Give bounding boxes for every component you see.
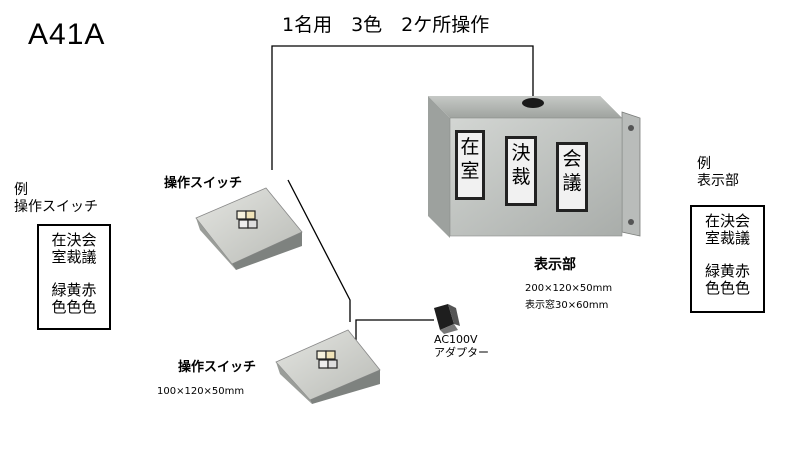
switch-bottom-size: 100×120×50mm: [157, 386, 245, 397]
example-left-title: 例 操作スイッチ: [14, 182, 98, 216]
display-unit: [428, 96, 641, 238]
switch-top-device: [195, 187, 303, 270]
example-left-row: 色色色: [51, 298, 97, 316]
model-number: A41A: [28, 18, 106, 51]
diagram-heading: 1名用 3色 2ケ所操作: [282, 14, 490, 36]
adapter-label-line1: AC100V: [434, 333, 478, 346]
switch-bottom-buttons: [316, 350, 338, 369]
example-right-title-2: 表示部: [697, 173, 739, 189]
switch-top-buttons: [236, 210, 258, 229]
example-left-box: 在決会 室裁議 緑黄赤 色色色: [37, 224, 111, 330]
display-label: 表示部: [534, 257, 576, 273]
example-left-row: 緑黄赤: [51, 281, 97, 299]
example-right-box: 在決会 室裁議 緑黄赤 色色色: [690, 205, 765, 313]
example-right-title: 例 表示部: [697, 156, 739, 190]
example-right-row: 室裁議: [704, 229, 750, 247]
example-left-row: 在決会: [51, 231, 97, 249]
switch-top-label: 操作スイッチ: [164, 176, 243, 191]
example-left-row: 室裁議: [51, 248, 97, 266]
example-right-title-1: 例: [697, 156, 711, 172]
adapter-label-line2: アダプター: [434, 346, 489, 359]
display-window-2: 決裁: [511, 142, 531, 188]
example-left-title-1: 例: [14, 182, 28, 198]
wire-display-to-switch: [271, 45, 534, 340]
ac-adapter-device: [434, 304, 460, 334]
display-window-size: 表示窓30×60mm: [525, 300, 609, 311]
display-window-1: 在室: [460, 136, 480, 182]
example-right-row: 色色色: [704, 279, 750, 297]
example-right-row: 在決会: [704, 212, 750, 230]
switch-bottom-label: 操作スイッチ: [178, 360, 257, 375]
example-right-row: 緑黄赤: [704, 262, 750, 280]
example-left-title-2: 操作スイッチ: [14, 199, 98, 215]
display-window-3: 会議: [562, 148, 582, 194]
switch-bottom-device: [275, 329, 381, 404]
adapter-label: AC100V アダプター: [434, 333, 489, 359]
display-size: 200×120×50mm: [525, 283, 613, 294]
